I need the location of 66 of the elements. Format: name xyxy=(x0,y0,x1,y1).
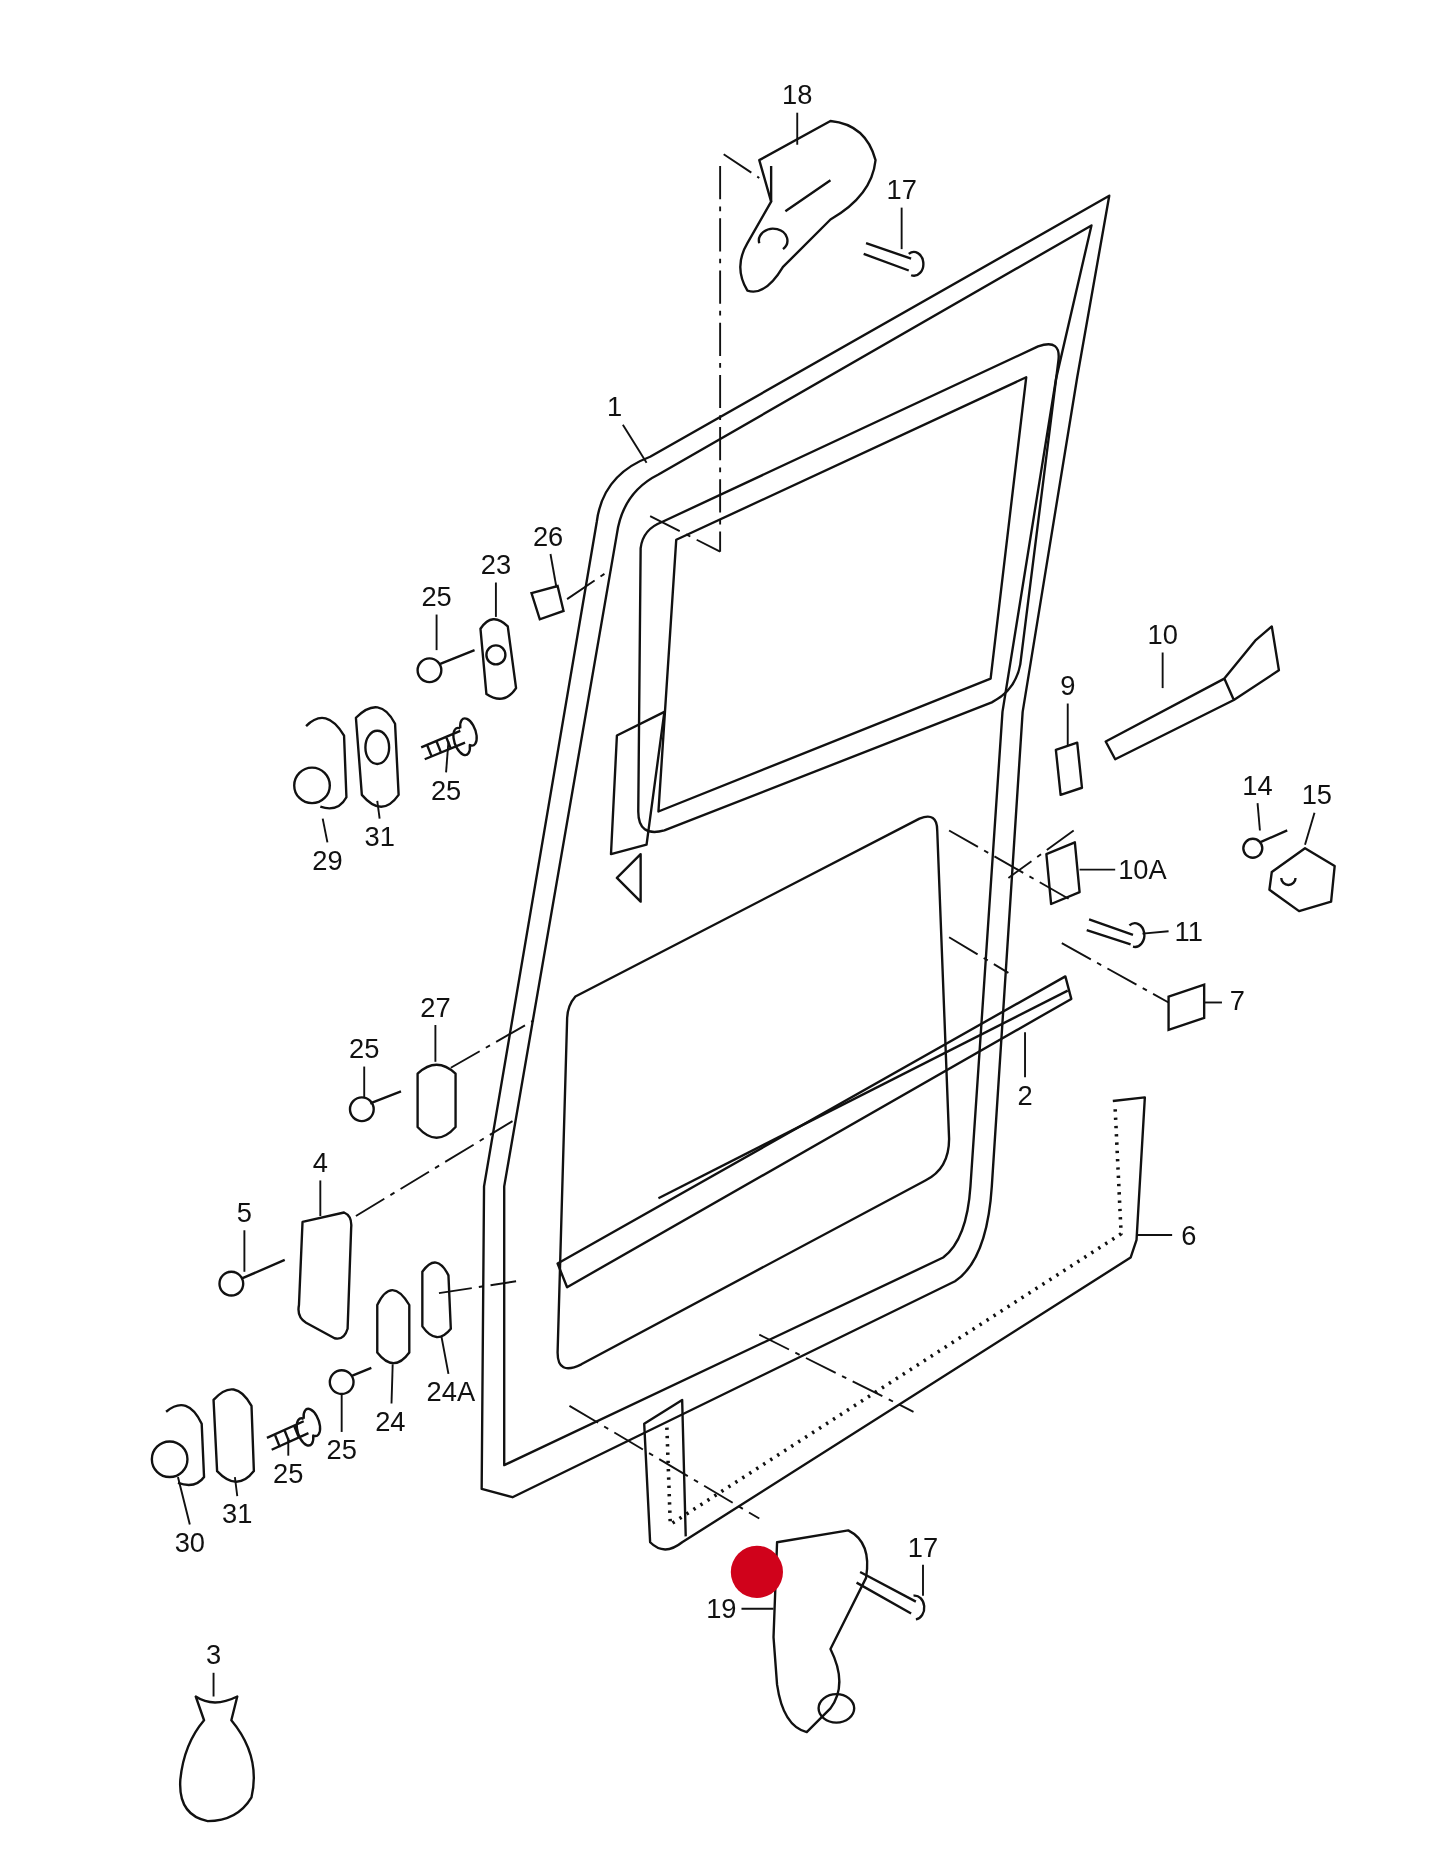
leader-line xyxy=(621,423,648,464)
leader-line xyxy=(1066,702,1069,746)
callout-number: 15 xyxy=(1301,780,1333,810)
screw-drawing xyxy=(328,1366,373,1396)
leader-line xyxy=(434,1024,437,1063)
callout-number: 29 xyxy=(312,845,343,875)
callout-number: 10A xyxy=(1118,855,1167,884)
leader-line xyxy=(243,1229,246,1273)
leader-line xyxy=(740,1607,775,1610)
callout-number: 25 xyxy=(326,1435,357,1464)
callout-number: 25 xyxy=(421,582,452,611)
leader-line xyxy=(376,799,381,820)
leader-line xyxy=(177,1476,191,1526)
callout-number: 6 xyxy=(1181,1220,1197,1250)
callout-number: 9 xyxy=(1060,671,1076,700)
callout-number: 31 xyxy=(364,822,395,851)
leader-line xyxy=(900,206,903,251)
leader-line xyxy=(212,1671,215,1698)
leader-line xyxy=(1024,1031,1026,1079)
leader-line xyxy=(363,1065,366,1099)
callout-number: 1 xyxy=(606,392,623,422)
callout-number: 27 xyxy=(420,993,451,1022)
callout-number: 24A xyxy=(426,1377,476,1406)
leader-line xyxy=(1078,868,1117,871)
callout-number: 18 xyxy=(782,80,813,110)
callout-number: 11 xyxy=(1174,917,1203,946)
leader-line xyxy=(494,581,497,618)
leader-line xyxy=(1203,1001,1223,1004)
leader-line xyxy=(287,1436,290,1457)
callout-number: 10 xyxy=(1147,620,1178,649)
callout-number: 17 xyxy=(907,1532,939,1562)
leader-line xyxy=(1141,930,1170,935)
leader-line xyxy=(796,111,799,146)
callout-number: 23 xyxy=(480,550,512,579)
callout-number: 17 xyxy=(886,175,917,205)
callout-number: 30 xyxy=(174,1528,205,1557)
callout-number: 25 xyxy=(349,1034,380,1063)
leader-line xyxy=(1135,1234,1174,1236)
callout-number: 24 xyxy=(375,1407,406,1436)
callout-number: 7 xyxy=(1229,985,1245,1015)
push-nut-drawing xyxy=(530,584,565,621)
callout-number: 25 xyxy=(430,775,462,805)
callout-number: 5 xyxy=(236,1198,252,1227)
callout-number: 25 xyxy=(273,1459,304,1488)
leader-line xyxy=(233,1476,239,1497)
leader-line xyxy=(1304,811,1316,846)
leader-line xyxy=(440,1334,450,1375)
leader-line xyxy=(1161,651,1164,690)
callout-number: 3 xyxy=(205,1640,222,1670)
leader-line xyxy=(319,1179,322,1217)
leader-line xyxy=(390,1363,394,1405)
callout-number: 19 xyxy=(706,1594,737,1623)
callout-number: 31 xyxy=(222,1499,253,1529)
bumper-mount-drawing xyxy=(376,1289,411,1365)
callout-number: 26 xyxy=(532,522,564,551)
leader-line xyxy=(340,1393,343,1433)
callout-number: 2 xyxy=(1017,1080,1033,1110)
pad-drawing xyxy=(1167,983,1206,1032)
leader-line xyxy=(1256,802,1261,832)
leader-line xyxy=(445,740,450,774)
leader-line xyxy=(549,553,558,589)
callout-number: 14 xyxy=(1242,771,1273,800)
callout-number: 4 xyxy=(312,1148,328,1177)
leader-line xyxy=(321,817,329,844)
leader-line xyxy=(922,1563,924,1597)
leader-line xyxy=(435,613,438,652)
